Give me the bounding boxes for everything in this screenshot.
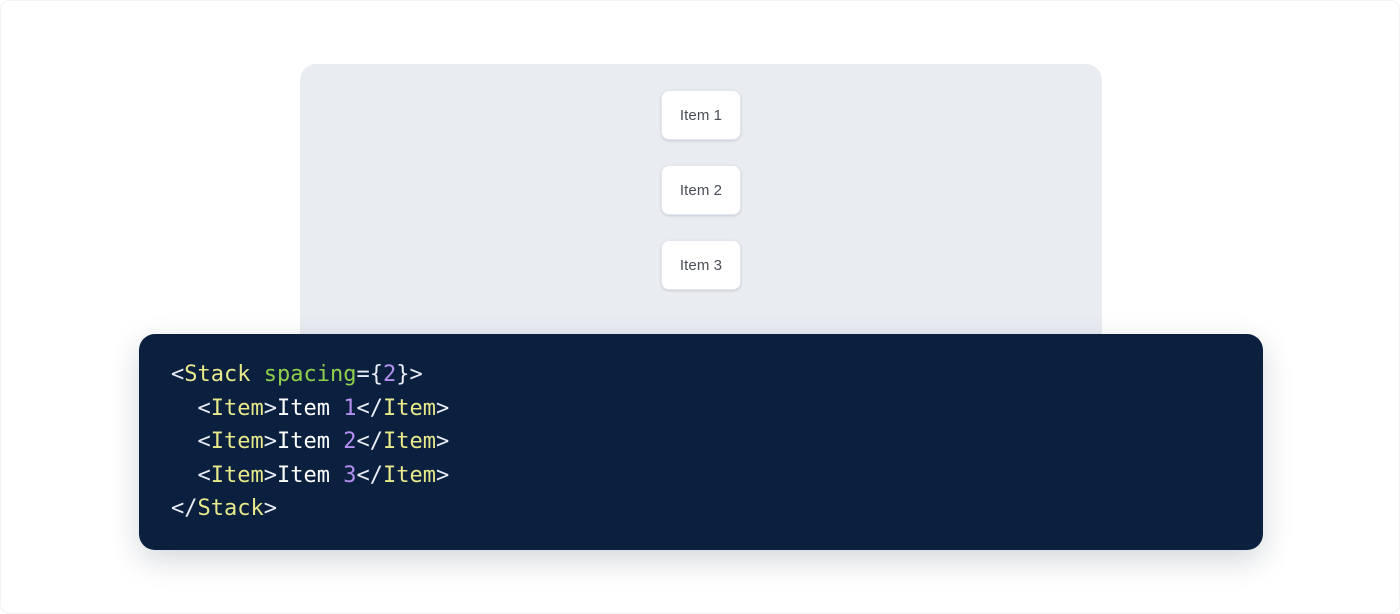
- code-token-punc: >: [435, 395, 450, 421]
- code-line: <Item>Item 2</Item>: [171, 425, 1231, 459]
- code-token-num: 3: [343, 462, 357, 488]
- code-token-tag: Item: [210, 462, 264, 488]
- code-token-punc: =: [356, 362, 370, 387]
- code-token-punc: >: [409, 362, 423, 387]
- code-token-tag: Stack: [184, 362, 251, 387]
- code-token-punc: </: [356, 462, 383, 488]
- code-token-punc: >: [435, 429, 450, 454]
- code-token-punc: >: [263, 395, 277, 421]
- code-token-punc: [171, 463, 198, 488]
- code-token-punc: }: [396, 362, 410, 387]
- code-token-tag: Stack: [197, 496, 264, 521]
- code-snippet-panel[interactable]: <Stack spacing={2}> <Item>Item 1</Item> …: [139, 334, 1263, 550]
- code-token-tag: Item: [382, 395, 436, 421]
- code-token-punc: {: [369, 362, 383, 387]
- stack-item[interactable]: Item 1: [661, 90, 741, 140]
- code-token-num: 2: [382, 362, 397, 387]
- code-token-tag: Item: [210, 429, 264, 454]
- code-token-tag: Item: [382, 462, 436, 488]
- code-token-punc: </: [356, 429, 383, 454]
- stack-item[interactable]: Item 2: [661, 165, 741, 215]
- code-token-text: Item: [276, 395, 344, 421]
- code-token-punc: [171, 396, 198, 421]
- code-token-punc: <: [197, 462, 211, 488]
- code-token-punc: >: [263, 496, 277, 521]
- code-token-punc: <: [171, 362, 185, 387]
- code-token-punc: <: [197, 395, 211, 421]
- stack-item-label: Item 1: [679, 106, 723, 124]
- code-token-punc: </: [356, 395, 383, 421]
- code-line: <Item>Item 3</Item>: [171, 459, 1231, 493]
- code-line: </Stack>: [171, 492, 1231, 526]
- stack-item-label: Item 2: [679, 181, 723, 199]
- code-line: <Item>Item 1</Item>: [171, 392, 1231, 426]
- code-token-punc: [171, 429, 198, 454]
- stack-container: Item 1 Item 2 Item 3: [661, 90, 741, 290]
- code-token-text: Item: [276, 462, 344, 488]
- code-token-punc: >: [435, 462, 450, 488]
- stack-item[interactable]: Item 3: [661, 240, 741, 290]
- code-token-attr: spacing: [263, 362, 357, 387]
- code-token-punc: >: [263, 462, 277, 488]
- code-line: <Stack spacing={2}>: [171, 358, 1231, 392]
- code-token-punc: >: [263, 429, 277, 454]
- code-token-tag: Item: [382, 429, 436, 454]
- code-token-punc: <: [197, 429, 211, 454]
- code-token-punc: [250, 362, 263, 387]
- code-block: <Stack spacing={2}> <Item>Item 1</Item> …: [171, 358, 1231, 526]
- code-token-num: 1: [343, 395, 357, 421]
- code-token-text: Item: [276, 429, 344, 454]
- stack-item-label: Item 3: [679, 256, 723, 274]
- code-token-num: 2: [343, 429, 357, 454]
- code-token-punc: </: [171, 496, 198, 521]
- code-token-tag: Item: [210, 395, 264, 421]
- component-preview-panel: Item 1 Item 2 Item 3: [300, 64, 1102, 350]
